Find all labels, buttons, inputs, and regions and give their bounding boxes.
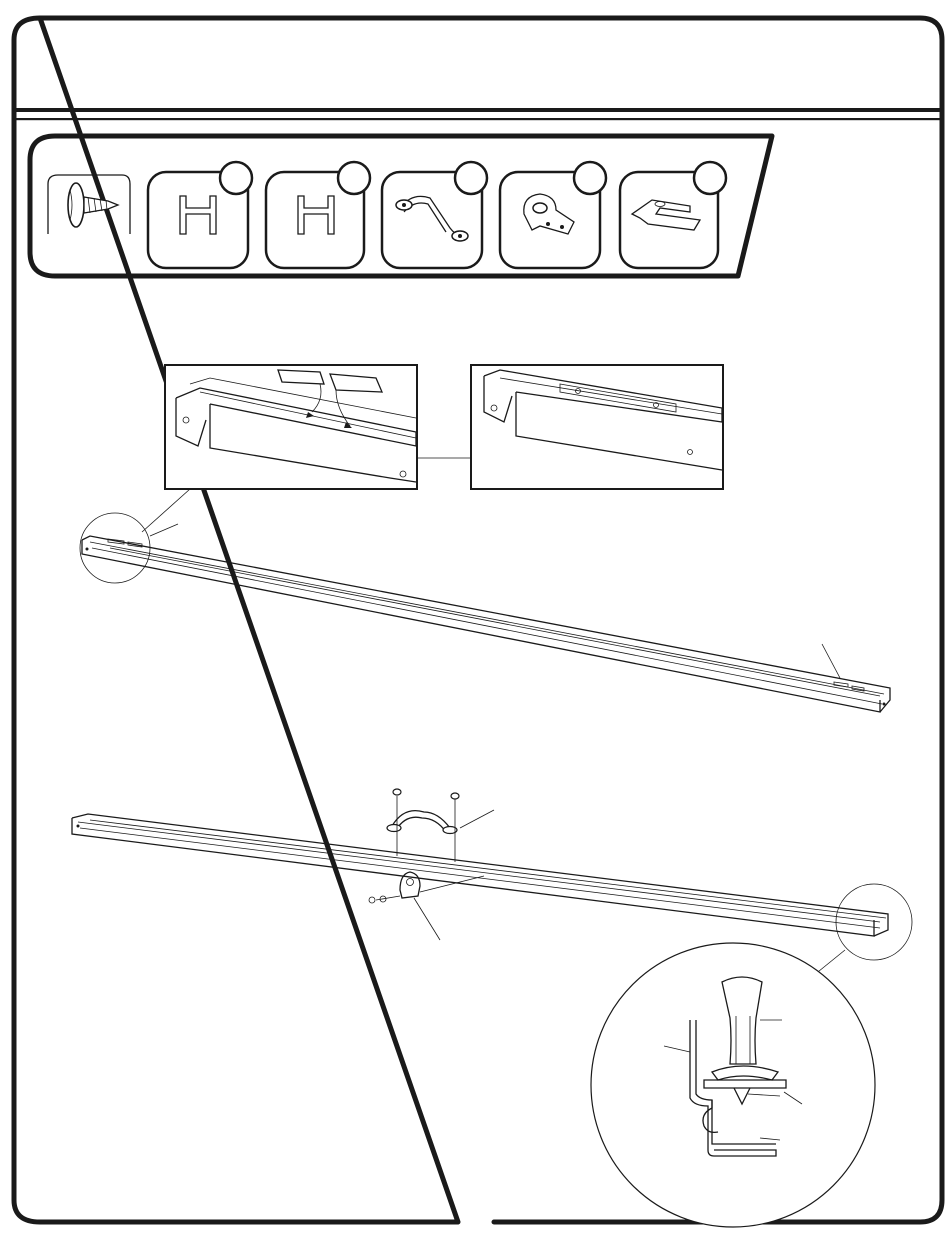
rail-with-clips [80,513,890,712]
part-badge [338,162,370,194]
part-item-spring-clip[interactable] [620,162,726,268]
part-item-bracket-a[interactable] [148,162,252,268]
end-cross-section-detail [591,943,875,1227]
part-item-screw[interactable] [48,175,130,234]
inset-clip-insertion [165,365,417,489]
part-badge [694,162,726,194]
rail-with-handle [72,789,912,980]
part-item-mounting-plate[interactable] [500,162,606,268]
parts-panel [30,136,772,276]
inset-clip-installed [471,365,723,489]
part-badge [574,162,606,194]
part-badge [455,162,487,194]
inset-leader [142,489,190,532]
part-item-bracket-b[interactable] [266,162,370,268]
part-item-handle[interactable] [382,162,487,268]
part-badge [220,162,252,194]
